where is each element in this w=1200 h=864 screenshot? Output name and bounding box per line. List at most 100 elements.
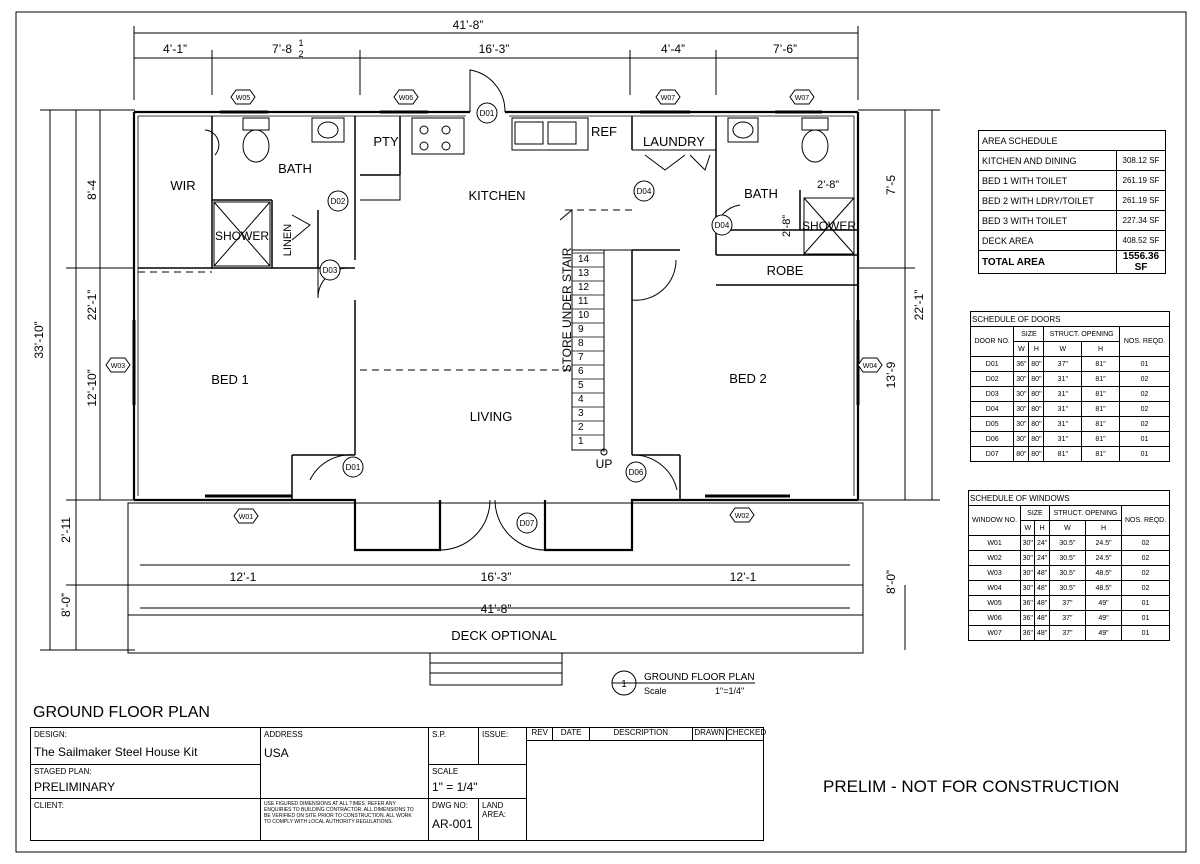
dim-top-3: 16’-3” — [479, 42, 510, 56]
window-tag-w02-marker — [729, 507, 755, 523]
legend-title: GROUND FLOOR PLAN — [644, 672, 755, 683]
window-row-cell: 48" — [1034, 625, 1050, 641]
dim-top-4: 4’-4” — [661, 42, 685, 56]
area-value: 261.19 SF — [1116, 170, 1166, 191]
stair-number: 6 — [578, 366, 584, 377]
win-h-size: SIZE — [1020, 505, 1050, 521]
door-tag-d01-living-marker — [342, 456, 364, 478]
door-row-cell: 30" — [1013, 401, 1030, 417]
door-tag-d04-top: D04 — [637, 187, 652, 196]
interior-walls — [138, 116, 858, 500]
door-row-cell: 80" — [1028, 371, 1045, 387]
dim-left-porch: 2’-11 — [59, 517, 73, 543]
stair-number: 2 — [578, 422, 584, 433]
door-row-cell: 02 — [1118, 416, 1171, 432]
window-row-cell: 48.5" — [1084, 565, 1123, 581]
room-linen: LINEN — [282, 224, 294, 256]
window-row-cell: W05 — [967, 595, 1022, 611]
address-cell: ADDRESS USA — [261, 728, 429, 799]
window-tag-w07-b-marker — [789, 89, 815, 105]
door-tag-d02: D02 — [331, 197, 346, 206]
door-tag-d07-marker — [516, 512, 538, 534]
window-tag-w05-marker — [230, 89, 256, 105]
area-room: BED 3 WITH TOILET — [978, 210, 1117, 231]
window-tag-w04-marker — [857, 357, 883, 373]
land-cell: LAND AREA: — [479, 799, 527, 840]
scale-cell: SCALE 1" = 1/4" — [429, 765, 527, 799]
door-row-cell: 80" — [1028, 431, 1045, 447]
bath-fixtures — [213, 117, 855, 267]
dwg-cell: DWG NO: AR-001 — [429, 799, 479, 840]
legend-bubble — [611, 670, 755, 696]
stair-number: 10 — [578, 310, 590, 321]
window-row-cell: 48" — [1034, 610, 1050, 626]
stair-number: 3 — [578, 408, 584, 419]
door-h-nos: NOS. REQD. — [1118, 326, 1171, 357]
win-h-struct: STRUCT. OPENING — [1048, 505, 1123, 521]
door-tag-d07: D07 — [520, 519, 535, 528]
stair-number: 7 — [578, 352, 584, 363]
room-living: LIVING — [470, 409, 513, 424]
dim-left-bed: 12’-10” — [85, 369, 99, 406]
revision-header: DATE — [553, 728, 590, 740]
window-row-cell: 36" — [1020, 625, 1036, 641]
window-row-cell: 30" — [1020, 565, 1036, 581]
land-label: LAND AREA: — [482, 801, 507, 819]
door-row-cell: 30" — [1013, 431, 1030, 447]
door-tag-d03-marker — [319, 259, 341, 281]
door-row-cell: 80" — [1028, 401, 1045, 417]
dim-left-upper: 22’-1” — [85, 290, 99, 321]
window-row-cell: 01 — [1121, 595, 1170, 611]
window-tag-w03-marker — [105, 357, 131, 373]
window-row-cell: 02 — [1121, 550, 1170, 566]
staged-cell: STAGED PLAN: PRELIMINARY — [31, 765, 261, 799]
title-block: DESIGN: The Sailmaker Steel House Kit ST… — [30, 727, 766, 841]
kitchen-fixtures — [360, 117, 589, 201]
window-row-cell: 49" — [1084, 595, 1123, 611]
sheet-heading: GROUND FLOOR PLAN — [33, 704, 210, 721]
window-row-cell: 02 — [1121, 565, 1170, 581]
window-tag-w06: W06 — [399, 95, 414, 102]
area-total-label: TOTAL AREA — [978, 250, 1117, 274]
door-h-w: W — [1013, 341, 1030, 357]
dim-top-overall: 41’-8” — [453, 18, 484, 32]
window-row-cell: W03 — [967, 565, 1022, 581]
dim-right-upper: 22’-1” — [912, 290, 926, 321]
dim-bottom-overall: 41’-8” — [481, 602, 512, 616]
dim-bottom-right: 12’-1 — [730, 570, 757, 584]
deck — [127, 502, 864, 686]
door-row-cell: 02 — [1118, 401, 1171, 417]
windows — [132, 110, 860, 498]
stair-number: 5 — [578, 380, 584, 391]
room-ref: REF — [591, 124, 617, 139]
dim-bottom-left: 12’-1 — [230, 570, 257, 584]
door-row-cell: 31" — [1043, 401, 1083, 417]
area-value: 308.12 SF — [1116, 150, 1166, 171]
window-row-cell: 30" — [1020, 550, 1036, 566]
stair-tread-lines — [572, 252, 604, 436]
room-shower-right: SHOWER — [802, 219, 856, 233]
client-label: CLIENT: — [34, 801, 64, 810]
room-laundry: LAUNDRY — [643, 134, 705, 149]
stair-number: 8 — [578, 338, 584, 349]
legend-scale-label: Scale — [644, 686, 667, 696]
win-h-h2: H — [1084, 520, 1123, 536]
door-row-cell: 30" — [1013, 371, 1030, 387]
window-row-cell: 01 — [1121, 625, 1170, 641]
disclaimer-note: USE FIGURED DIMENSIONS AT ALL TIMES. REF… — [264, 801, 414, 825]
area-room: BED 2 WITH LDRY/TOILET — [978, 190, 1117, 211]
dim-right-deck: 8’-0” — [884, 570, 898, 594]
window-row-cell: 24" — [1034, 550, 1050, 566]
dim-right-bed: 13’-9 — [884, 361, 898, 388]
stair-number: 4 — [578, 394, 584, 405]
door-tag-d04-top-marker — [633, 180, 655, 202]
legend-number: 1 — [621, 679, 627, 690]
door-row-cell: 81" — [1081, 431, 1120, 447]
revision-header: DRAWN — [693, 728, 727, 740]
